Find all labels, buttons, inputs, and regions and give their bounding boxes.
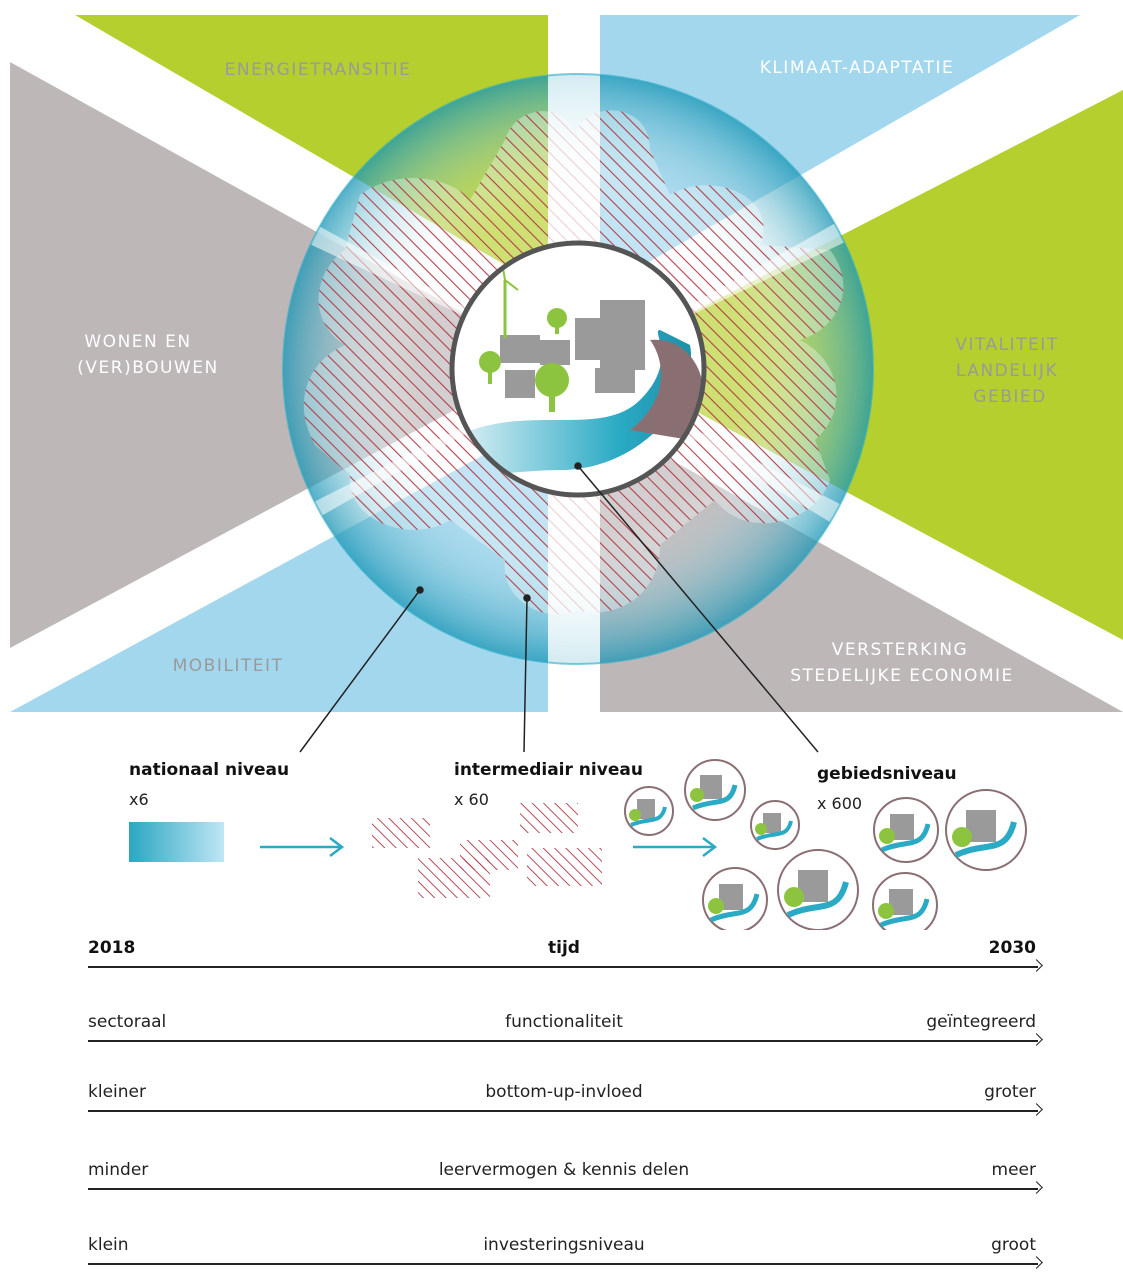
label-vitaliteit-1: VITALITEIT xyxy=(955,335,1058,355)
scale-row-investering: klein investeringsniveau groot xyxy=(88,1235,1040,1275)
scale-axis-arrow xyxy=(88,1040,1038,1042)
scale-row-functionaliteit: sectoraal functionaliteit geïntegreerd xyxy=(88,1012,1040,1052)
area-icon-cluster xyxy=(624,759,1027,930)
level-nationaal-title: nationaal niveau xyxy=(129,760,290,780)
sector-wonen xyxy=(10,62,548,648)
label-mobiliteit: MOBILITEIT xyxy=(173,656,284,676)
scale-row-bottom-up: kleiner bottom-up-invloed groter xyxy=(88,1082,1040,1122)
scale-right-label: meer xyxy=(991,1160,1036,1180)
scale-center-label: functionaliteit xyxy=(505,1012,623,1032)
inner-area-circle xyxy=(449,240,707,498)
level-gebied-title: gebiedsniveau xyxy=(817,764,957,784)
label-wonen-2: (VER)BOUWEN xyxy=(77,358,218,378)
scale-center-label: investeringsniveau xyxy=(483,1235,645,1255)
arrow-2 xyxy=(633,837,718,857)
level-gebied-count: x 600 xyxy=(817,794,863,813)
governance-diagram: ENERGIETRANSITIE KLIMAAT-ADAPTATIE WONEN… xyxy=(10,15,1123,930)
scale-axis-arrow xyxy=(88,966,1038,968)
level-intermediair-title: intermediair niveau xyxy=(454,760,643,780)
intermediair-tiles xyxy=(372,803,602,898)
scale-axis-arrow xyxy=(88,1110,1038,1112)
scale-left-label: sectoraal xyxy=(88,1012,167,1032)
scale-center-label: tijd xyxy=(548,938,580,958)
label-wonen-1: WONEN EN xyxy=(84,332,191,352)
scale-right-label: groter xyxy=(984,1082,1036,1102)
nationaal-swatch xyxy=(129,822,224,862)
scale-center-label: leervermogen & kennis delen xyxy=(438,1160,690,1180)
arrow-1 xyxy=(260,837,345,857)
label-economie-1: VERSTERKING xyxy=(832,640,968,660)
scale-center-label: bottom-up-invloed xyxy=(485,1082,643,1102)
label-economie-2: STEDELIJKE ECONOMIE xyxy=(790,666,1014,686)
scale-row-tijd: 2018 tijd 2030 xyxy=(88,938,1040,978)
scale-axis-arrow xyxy=(88,1188,1038,1190)
level-nationaal-count: x6 xyxy=(129,790,149,809)
label-vitaliteit-3: GEBIED xyxy=(973,387,1046,407)
scale-row-leervermogen: minder leervermogen & kennis delen meer xyxy=(88,1160,1040,1200)
level-intermediair-count: x 60 xyxy=(454,790,489,809)
scale-right-label: 2030 xyxy=(988,938,1036,958)
scale-left-label: klein xyxy=(88,1235,129,1255)
scale-left-label: kleiner xyxy=(88,1082,146,1102)
scale-axis-arrow xyxy=(88,1263,1038,1265)
scale-left-label: 2018 xyxy=(88,938,136,958)
scale-right-label: groot xyxy=(991,1235,1036,1255)
scale-right-label: geïntegreerd xyxy=(926,1012,1036,1032)
scale-left-label: minder xyxy=(88,1160,149,1180)
label-klimaat-adaptatie: KLIMAAT-ADAPTATIE xyxy=(760,58,955,78)
label-vitaliteit-2: LANDELIJK xyxy=(956,361,1058,381)
label-energietransitie: ENERGIETRANSITIE xyxy=(225,60,412,80)
